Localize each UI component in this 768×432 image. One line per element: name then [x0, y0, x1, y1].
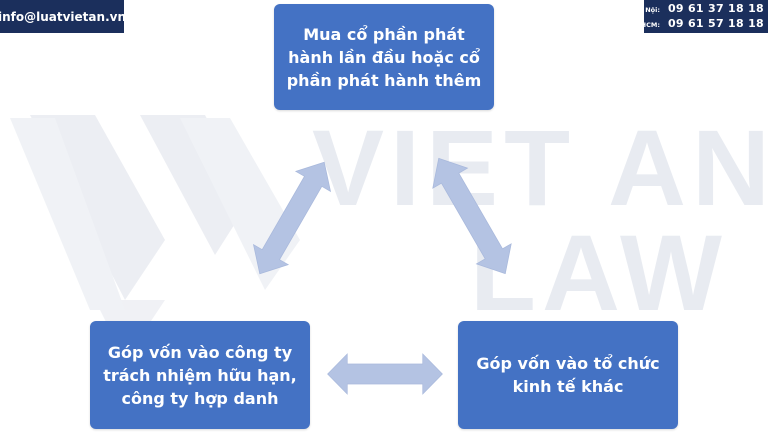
phone-label-hcm: TP. HCM: [627, 20, 660, 29]
arrow-bottom [327, 353, 443, 395]
phone-number-hanoi: 09 61 37 18 18 [667, 1, 764, 15]
node-contribute-llc-label: Góp vốn vào công ty trách nhiệm hữu hạn,… [103, 342, 297, 408]
email-badge[interactable]: info@luatvietan.vn [0, 0, 126, 33]
node-contribute-llc: Góp vốn vào công ty trách nhiệm hữu hạn,… [90, 321, 310, 429]
node-buy-shares: Mua cổ phần phát hành lần đầu hoặc cổ ph… [274, 4, 494, 110]
node-buy-shares-label: Mua cổ phần phát hành lần đầu hoặc cổ ph… [286, 24, 482, 90]
phone-label-hanoi: Hà Nội: [633, 5, 660, 14]
node-contribute-other-label: Góp vốn vào tổ chức kinh tế khác [476, 354, 660, 396]
phone-number-hcm: 09 61 57 18 18 [667, 16, 764, 30]
phone-row-hanoi: Hà Nội: 09 61 37 18 18 [633, 1, 764, 17]
arrow-top-right [420, 147, 524, 285]
arrow-top-left [241, 151, 343, 285]
node-contribute-other: Góp vốn vào tổ chức kinh tế khác [458, 321, 678, 429]
watermark-text-line1: VIET AN [312, 107, 768, 228]
hotline-badge[interactable]: Hà Nội: 09 61 37 18 18 TP. HCM: 09 61 57… [628, 0, 768, 33]
phone-row-hcm: TP. HCM: 09 61 57 18 18 [628, 16, 764, 32]
email-text: info@luatvietan.vn [0, 9, 126, 24]
watermark-text-line2: LAW [470, 212, 728, 333]
